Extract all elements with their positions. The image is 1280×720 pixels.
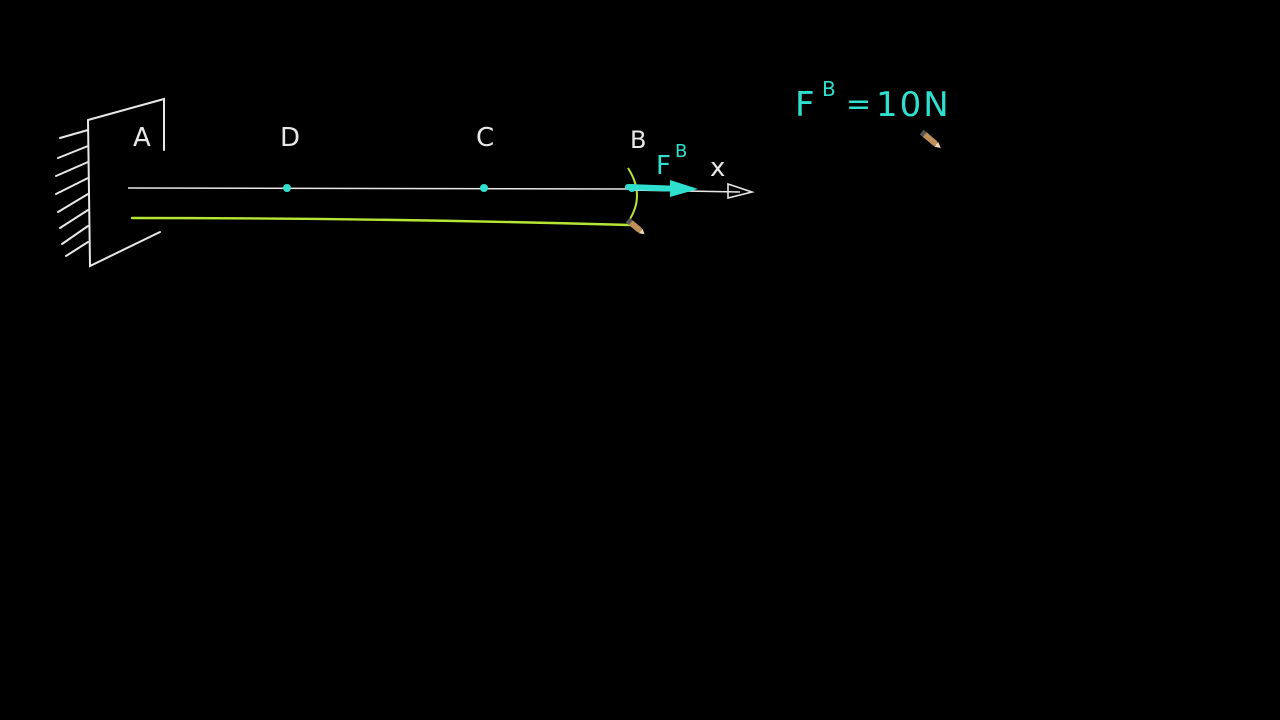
point-b-marker — [628, 184, 636, 192]
fixed-wall-support — [55, 97, 165, 268]
label-d: D — [280, 123, 300, 153]
equation-lhs-superscript: B — [822, 77, 836, 101]
force-arrow-b — [625, 180, 698, 197]
pencil-cursor-icon — [919, 129, 941, 149]
beam-axis-line — [127, 187, 629, 190]
equation-equals: = — [846, 87, 871, 122]
force-label-f: F — [656, 151, 671, 181]
label-c: C — [476, 123, 494, 153]
beam-bottom-edge — [130, 216, 632, 227]
force-equation: F B = 10N — [795, 77, 951, 125]
x-axis-arrowhead — [727, 182, 755, 200]
label-a: A — [133, 123, 151, 153]
equation-lhs: F — [795, 85, 815, 125]
force-label-superscript: B — [675, 141, 687, 162]
axis-label-x: x — [710, 153, 725, 183]
point-d-marker — [283, 184, 291, 192]
pencil-cursor-icon — [625, 217, 645, 235]
equation-rhs: 10N — [876, 85, 951, 125]
label-b: B — [630, 126, 646, 154]
beam-end-cap — [627, 167, 638, 223]
point-c-marker — [480, 184, 488, 192]
